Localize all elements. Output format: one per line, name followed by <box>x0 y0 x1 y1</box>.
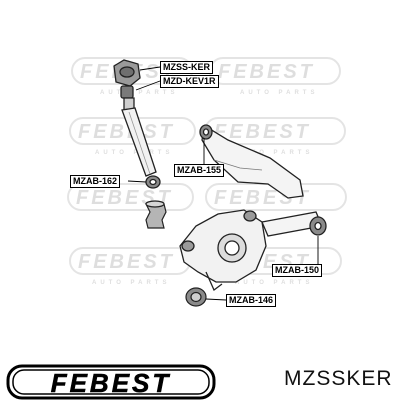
callout-mzss-ker: MZSS-KER <box>160 61 213 74</box>
svg-text:FEBEST: FEBEST <box>214 121 311 143</box>
svg-text:AUTO PARTS: AUTO PARTS <box>240 90 318 96</box>
bump-stop <box>145 200 167 229</box>
leader-mzss-ker <box>139 66 161 71</box>
febest-logo: FEBEST <box>6 364 216 400</box>
leader-mzab-146 <box>205 298 227 301</box>
upper-mount-bushing <box>119 66 135 78</box>
svg-text:FEBEST: FEBEST <box>78 121 175 143</box>
svg-text:FEBEST: FEBEST <box>78 251 175 273</box>
leader-lines <box>127 66 319 301</box>
watermark-row-2: FEBEST FEBEST AUTO PARTS AUTO PARTS <box>69 117 346 156</box>
svg-text:AUTO PARTS: AUTO PARTS <box>100 90 178 96</box>
knuckle-bushing <box>185 287 207 307</box>
callout-mzab-146: MZAB-146 <box>226 294 277 307</box>
shock-absorber <box>113 59 161 189</box>
svg-text:AUTO PARTS: AUTO PARTS <box>95 150 173 156</box>
leader-mzab-162 <box>127 180 147 183</box>
svg-text:FEBEST: FEBEST <box>218 61 315 83</box>
knuckle <box>179 209 267 292</box>
svg-text:AUTO PARTS: AUTO PARTS <box>235 280 313 286</box>
callout-mzab-155: MZAB-155 <box>174 164 225 177</box>
callout-mzab-150: MZAB-150 <box>272 264 323 277</box>
callout-mzab-162: MZAB-162 <box>70 175 121 188</box>
part-number: MZSSKER <box>284 367 393 390</box>
callout-mzd-kev1r: MZD-KEV1R <box>160 75 219 88</box>
watermark-layer: FEBEST FEBEST AUTO PARTS AUTO PARTS FEBE… <box>67 57 347 286</box>
lower-link-arm <box>261 211 327 237</box>
svg-text:AUTO PARTS: AUTO PARTS <box>92 280 170 286</box>
dust-boot <box>120 85 134 99</box>
watermark-row-1: FEBEST FEBEST AUTO PARTS AUTO PARTS <box>71 57 341 96</box>
logo-text: FEBEST <box>51 368 172 398</box>
svg-text:AUTO PARTS: AUTO PARTS <box>235 150 313 156</box>
leader-mzd-kev1r <box>135 80 161 91</box>
upper-control-arm <box>199 124 304 199</box>
